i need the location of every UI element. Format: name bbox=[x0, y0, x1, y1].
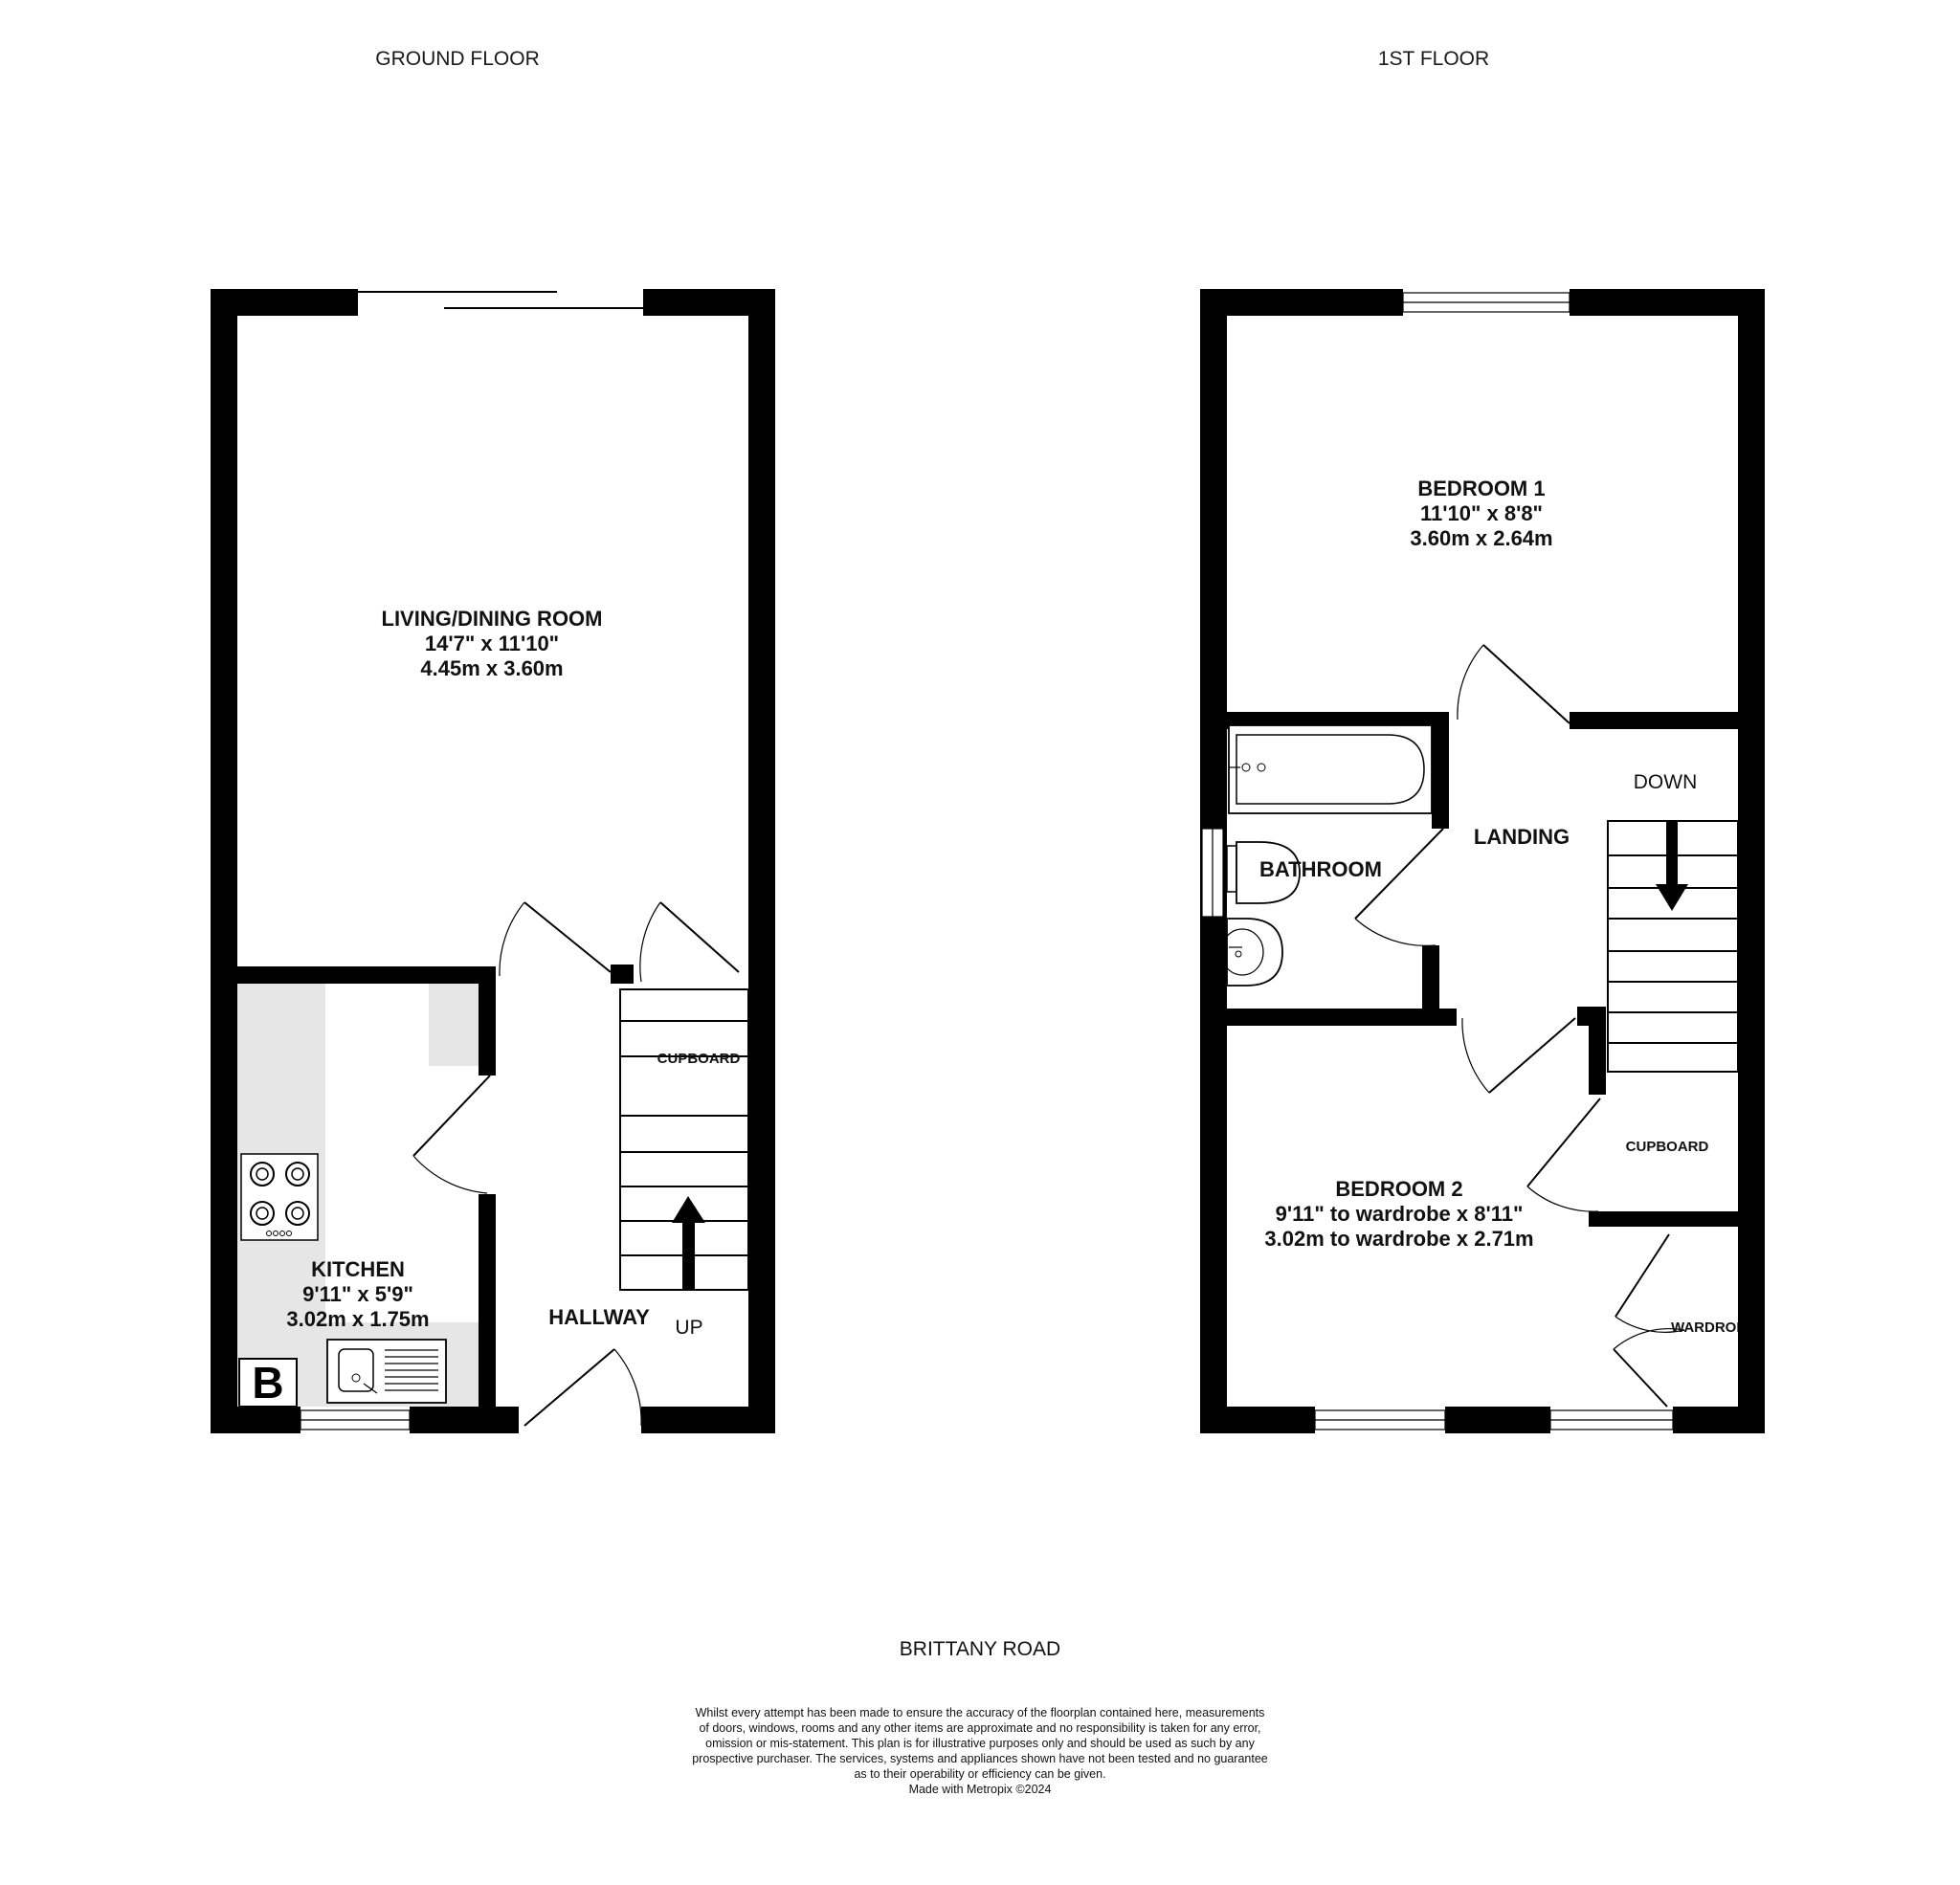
bedroom1-door bbox=[1457, 644, 1570, 724]
ground-left-wall bbox=[211, 289, 237, 1433]
bedroom1-imperial: 11'10" x 8'8" bbox=[1420, 501, 1543, 525]
bathroom-window bbox=[1201, 828, 1224, 918]
first-bottom-wall-2 bbox=[1445, 1407, 1550, 1433]
ground-right-wall bbox=[748, 289, 775, 1433]
bathroom-right-wall-lower bbox=[1422, 945, 1439, 1009]
up-arrow-shaft bbox=[682, 1223, 695, 1290]
kitchen-right-wall-upper bbox=[479, 966, 496, 1076]
kitchen-right-wall-lower bbox=[479, 1194, 496, 1407]
kitchen-window bbox=[300, 1409, 411, 1430]
bedroom2-imperial: 9'11" to wardrobe x 8'11" bbox=[1276, 1202, 1524, 1226]
toilet-icon bbox=[1226, 841, 1301, 904]
boiler-icon: B bbox=[238, 1358, 298, 1408]
disclaimer-line-2: of doors, windows, rooms and any other i… bbox=[699, 1721, 1260, 1735]
ground-floor-plan: B LIVING/DINING ROOM 14'7" x 11'10" 4.45… bbox=[211, 289, 775, 1433]
bathroom-right-wall-upper bbox=[1432, 712, 1449, 829]
down-arrow-icon bbox=[1656, 884, 1688, 911]
front-door bbox=[523, 1348, 642, 1427]
disclaimer-line-3: omission or mis-statement. This plan is … bbox=[705, 1737, 1255, 1750]
bathroom-label: BATHROOM bbox=[1259, 857, 1382, 881]
up-arrow-icon bbox=[672, 1196, 705, 1223]
cupboard-door bbox=[611, 901, 740, 984]
first-bottom-wall-3 bbox=[1673, 1407, 1765, 1433]
street-name: BRITTANY ROAD bbox=[900, 1638, 1060, 1660]
cupboard-bottom-wall bbox=[1589, 1211, 1738, 1227]
boiler-label: B bbox=[252, 1358, 283, 1408]
patio-sliding-door bbox=[358, 291, 643, 309]
bathroom-bottom-wall bbox=[1227, 1009, 1457, 1026]
bedroom2-window-right bbox=[1549, 1409, 1674, 1430]
living-room-name: LIVING/DINING ROOM bbox=[382, 607, 603, 631]
kitchen-top-wall bbox=[237, 966, 496, 984]
bath-icon bbox=[1228, 724, 1433, 814]
bedroom1-metric: 3.60m x 2.64m bbox=[1410, 526, 1552, 550]
kitchen-metric: 3.02m x 1.75m bbox=[286, 1307, 429, 1331]
ground-top-wall-left bbox=[211, 289, 358, 316]
hob-icon bbox=[240, 1153, 319, 1241]
living-room-door bbox=[499, 901, 612, 977]
wardrobe-doors bbox=[1613, 1233, 1685, 1408]
first-bottom-wall-1 bbox=[1200, 1407, 1315, 1433]
first-floor-plan: BEDROOM 1 11'10" x 8'8" 3.60m x 2.64m BE… bbox=[1200, 289, 1765, 1433]
first-right-wall bbox=[1738, 289, 1765, 1433]
kitchen-name: KITCHEN bbox=[311, 1257, 405, 1281]
ground-cupboard-label: CUPBOARD bbox=[657, 1051, 741, 1067]
sink-icon bbox=[326, 1339, 447, 1404]
living-room-imperial: 14'7" x 11'10" bbox=[425, 632, 559, 655]
first-top-wall-left bbox=[1200, 289, 1403, 316]
wardrobe-label: WARDROBE bbox=[1671, 1320, 1756, 1336]
disclaimer-line-5: as to their operability or efficiency ca… bbox=[854, 1767, 1105, 1781]
ground-staircase bbox=[619, 988, 749, 1291]
cupboard-door-first bbox=[1526, 1098, 1601, 1212]
ground-top-wall-right bbox=[643, 289, 775, 316]
disclaimer-line-1: Whilst every attempt has been made to en… bbox=[696, 1706, 1265, 1719]
disclaimer-line-6: Made with Metropix ©2024 bbox=[909, 1783, 1052, 1796]
cupboard-left-wall bbox=[1589, 1007, 1606, 1095]
kitchen-imperial: 9'11" x 5'9" bbox=[302, 1282, 413, 1306]
basin-icon bbox=[1220, 918, 1283, 987]
first-top-wall-right bbox=[1570, 289, 1765, 316]
ground-bottom-wall-3 bbox=[641, 1407, 775, 1433]
kitchen-door bbox=[412, 1075, 491, 1194]
ground-floor-title: GROUND FLOOR bbox=[375, 48, 540, 70]
stairs-up-label: UP bbox=[675, 1317, 702, 1339]
bedroom2-name: BEDROOM 2 bbox=[1335, 1177, 1462, 1201]
bedroom1-name: BEDROOM 1 bbox=[1417, 477, 1545, 500]
disclaimer: Whilst every attempt has been made to en… bbox=[692, 1706, 1268, 1796]
bedroom2-window-left bbox=[1314, 1409, 1446, 1430]
disclaimer-line-4: prospective purchaser. The services, sys… bbox=[692, 1752, 1268, 1765]
down-arrow-shaft bbox=[1666, 821, 1678, 888]
ground-bottom-wall-1 bbox=[211, 1407, 301, 1433]
living-room-metric: 4.45m x 3.60m bbox=[420, 656, 563, 680]
hallway-label: HALLWAY bbox=[548, 1305, 650, 1329]
landing-label: LANDING bbox=[1474, 825, 1570, 849]
first-floor-title: 1ST FLOOR bbox=[1378, 48, 1489, 70]
first-staircase bbox=[1607, 820, 1739, 1073]
bedroom1-window bbox=[1402, 292, 1570, 313]
bedroom1-bottom-wall bbox=[1570, 712, 1738, 729]
bathroom-door bbox=[1354, 828, 1444, 946]
stairs-down-label: DOWN bbox=[1634, 771, 1698, 793]
first-cupboard-label: CUPBOARD bbox=[1626, 1139, 1709, 1155]
ground-bottom-wall-2 bbox=[410, 1407, 519, 1433]
bedroom2-metric: 3.02m to wardrobe x 2.71m bbox=[1264, 1227, 1533, 1251]
bedroom2-door bbox=[1461, 1017, 1576, 1094]
